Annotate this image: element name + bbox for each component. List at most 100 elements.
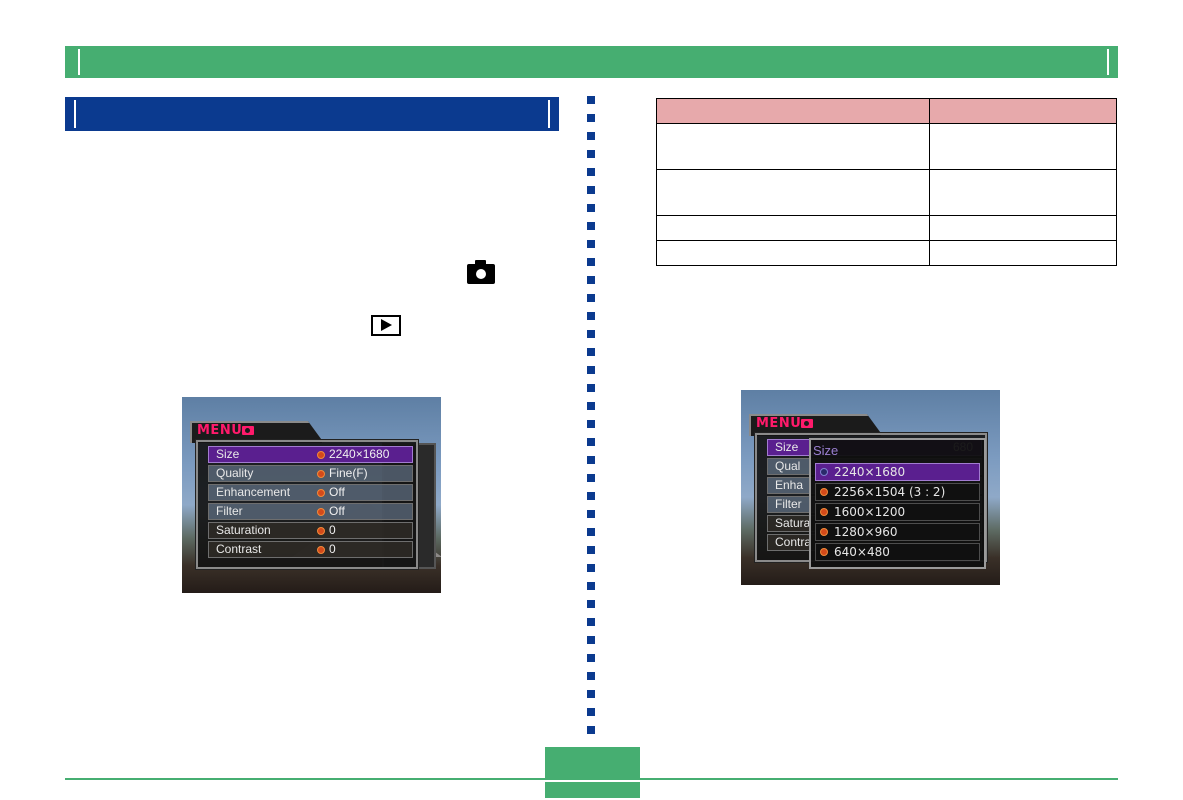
divider-dot	[587, 186, 595, 194]
page-number-tab	[545, 747, 640, 778]
divider-dot	[587, 384, 595, 392]
play-icon	[371, 315, 401, 336]
menu-row-label: Qual	[775, 459, 801, 473]
table-cell	[929, 169, 1117, 216]
divider-dot	[587, 708, 595, 716]
divider-dot	[587, 348, 595, 356]
menu-row-value: 0	[329, 542, 336, 556]
divider-dot	[587, 474, 595, 482]
header-divider	[74, 100, 76, 128]
size-option[interactable]: 2256×1504 (3 : 2)	[815, 483, 980, 501]
section-header-bar	[65, 97, 559, 131]
table-header-cell	[656, 98, 930, 124]
menu-row-label: Filter	[775, 497, 802, 511]
camera-icon	[467, 260, 495, 284]
menu-row-label: Enhancement	[216, 485, 291, 499]
menu-row-label: Contra	[775, 535, 812, 549]
table-row	[656, 169, 1117, 216]
menu-camera-icon	[801, 419, 813, 428]
menu-title: MENU	[756, 416, 802, 431]
divider-dot	[587, 636, 595, 644]
divider-dot	[587, 330, 595, 338]
divider-dot	[587, 294, 595, 302]
divider-dot	[587, 114, 595, 122]
menu-row-label: Saturation	[216, 523, 271, 537]
arrow-bullet-icon	[820, 488, 828, 496]
table-cell	[929, 215, 1117, 241]
menu-row-contrast[interactable]: Contrast 0	[208, 541, 413, 558]
table-row	[656, 215, 1117, 241]
band-divider	[1107, 49, 1109, 75]
divider-dot	[587, 276, 595, 284]
size-option-label: 2240×1680	[834, 465, 906, 479]
size-option[interactable]: 640×480	[815, 543, 980, 561]
menu-row-value: Off	[329, 485, 345, 499]
divider-dot	[587, 222, 595, 230]
menu-row-size[interactable]: Size 2240×1680	[208, 446, 413, 463]
size-submenu-screenshot: MENU Size 680 Qual Enha Filter Satura Co…	[741, 390, 1000, 585]
arrow-bullet-icon	[317, 527, 325, 535]
divider-dot	[587, 564, 595, 572]
menu-row-label: Satura	[775, 516, 811, 530]
menu-row-label: Contrast	[216, 542, 262, 556]
divider-dot	[587, 150, 595, 158]
table-cell	[929, 123, 1117, 170]
divider-dot	[587, 726, 595, 734]
divider-dot	[587, 582, 595, 590]
divider-dot	[587, 366, 595, 374]
divider-dot	[587, 168, 595, 176]
divider-dot	[587, 258, 595, 266]
menu-row-enhancement[interactable]: Enhancement Off	[208, 484, 413, 501]
size-option[interactable]: 1280×960	[815, 523, 980, 541]
divider-dot	[587, 132, 595, 140]
menu-row-saturation[interactable]: Saturation 0	[208, 522, 413, 539]
menu-row-value: 0	[329, 523, 336, 537]
arrow-bullet-icon	[317, 508, 325, 516]
divider-dot	[587, 672, 595, 680]
menu-row-quality[interactable]: Quality Fine(F)	[208, 465, 413, 482]
size-option[interactable]: 2240×1680	[815, 463, 980, 481]
menu-row-label: Size	[216, 447, 240, 461]
arrow-bullet-icon	[317, 489, 325, 497]
size-option-label: 1280×960	[834, 525, 898, 539]
arrow-bullet-icon	[317, 451, 325, 459]
divider-dot	[587, 528, 595, 536]
menu-row-label: Size	[775, 440, 799, 454]
page-number-tab-lower	[545, 782, 640, 798]
menu-panel: Size 2240×1680 Quality Fine(F) Enhanceme…	[196, 440, 418, 569]
divider-dot	[587, 510, 595, 518]
menu-camera-icon	[242, 426, 254, 435]
arrow-bullet-icon	[820, 548, 828, 556]
divider-dot	[587, 240, 595, 248]
size-popup: Size 2240×1680 2256×1504 (3 : 2) 1600×12…	[809, 438, 986, 569]
menu-row-filter[interactable]: Filter Off	[208, 503, 413, 520]
table-cell	[656, 240, 930, 266]
divider-dot	[587, 618, 595, 626]
table-cell	[656, 123, 930, 170]
menu-row-value: Off	[329, 504, 345, 518]
table-cell	[929, 240, 1117, 266]
divider-dot	[587, 654, 595, 662]
column-divider	[587, 96, 595, 736]
divider-dot	[587, 456, 595, 464]
menu-row-label: Enha	[775, 478, 804, 492]
divider-dot	[587, 96, 595, 104]
popup-title: Size	[813, 443, 839, 458]
footer-rule	[65, 778, 1118, 780]
table-cell	[656, 215, 930, 241]
divider-dot	[587, 690, 595, 698]
divider-dot	[587, 312, 595, 320]
divider-dot	[587, 600, 595, 608]
camera-menu-screenshot: MENU Size 2240×1680 Quality Fine(F) Enha…	[182, 397, 441, 593]
size-option-label: 2256×1504 (3 : 2)	[834, 485, 946, 499]
divider-dot	[587, 438, 595, 446]
table-row	[656, 123, 1117, 170]
menu-row-label: Quality	[216, 466, 254, 480]
top-header-band	[65, 46, 1118, 78]
table-cell	[656, 169, 930, 216]
size-option-label: 1600×1200	[834, 505, 906, 519]
menu-row-value: 2240×1680	[329, 447, 390, 461]
table-row	[656, 240, 1117, 266]
size-option[interactable]: 1600×1200	[815, 503, 980, 521]
header-divider	[548, 100, 550, 128]
